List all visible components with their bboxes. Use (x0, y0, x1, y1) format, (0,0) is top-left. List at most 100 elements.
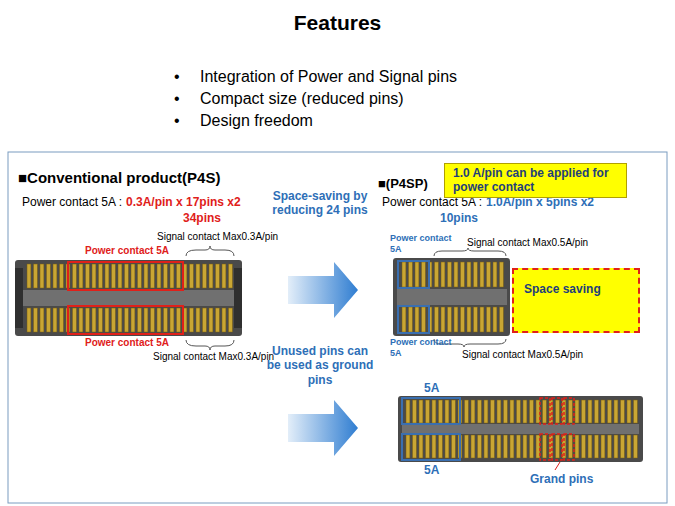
pin (601, 435, 605, 458)
pin (582, 400, 586, 423)
pin-row (406, 400, 637, 458)
pin (523, 435, 527, 458)
pin (467, 262, 471, 287)
pin (497, 400, 501, 423)
connector-body (398, 396, 643, 462)
pin (634, 400, 638, 423)
pin (151, 308, 155, 332)
pin (86, 308, 90, 332)
latch (234, 268, 242, 328)
pin (422, 262, 426, 287)
pin (530, 400, 534, 423)
pin (556, 400, 560, 423)
pin (487, 262, 491, 287)
pin (125, 264, 129, 288)
pin (229, 308, 233, 332)
pin (474, 307, 478, 332)
pin (131, 308, 135, 332)
pin (118, 308, 122, 332)
signal-label: Signal contact Max0.3A/pin (157, 231, 278, 243)
pin (497, 435, 501, 458)
arrow-caption: Space-saving by reducing 24 pins (266, 189, 374, 218)
pin (125, 308, 129, 332)
pin (422, 307, 426, 332)
pin (441, 262, 445, 287)
bullet: • (174, 111, 180, 130)
pin (601, 400, 605, 423)
pin (588, 435, 592, 458)
power-label: Power contact 5A (85, 245, 169, 257)
pin (203, 264, 207, 288)
ground-box (552, 398, 562, 424)
pin (34, 264, 38, 288)
pin (419, 435, 423, 458)
pin (634, 435, 638, 458)
pin (510, 435, 514, 458)
ground-box (564, 398, 574, 424)
pin (203, 308, 207, 332)
pin (53, 308, 57, 332)
pin (493, 307, 497, 332)
node-text: Space saving (524, 282, 628, 296)
pin (138, 264, 142, 288)
pin (627, 400, 631, 423)
brace (186, 246, 234, 256)
pin (569, 435, 573, 458)
pin (40, 308, 44, 332)
pin (474, 262, 478, 287)
pin (454, 307, 458, 332)
pin (452, 400, 456, 423)
arrow-caption: Unused pins can be used as ground pins (264, 344, 376, 387)
block-arrow (288, 262, 358, 318)
pin (448, 262, 452, 287)
pin (523, 400, 527, 423)
pin (406, 435, 410, 458)
pin (480, 262, 484, 287)
pin (575, 400, 579, 423)
pin (543, 435, 547, 458)
pin (484, 400, 488, 423)
signal-label: Signal contact Max0.3A/pin (153, 351, 274, 363)
pin (467, 307, 471, 332)
pin (484, 435, 488, 458)
pin (209, 308, 213, 332)
pin (27, 308, 31, 332)
ground-boxes (540, 398, 574, 460)
pin (196, 264, 200, 288)
connector-channel (20, 290, 237, 306)
pin (575, 435, 579, 458)
pin (413, 400, 417, 423)
connector-channel (402, 424, 639, 434)
pin (170, 308, 174, 332)
ground-box (564, 434, 574, 460)
pin (73, 308, 77, 332)
section-heading: ■Conventional product(P4S) (18, 169, 220, 187)
connector-p4sp-ground (398, 396, 643, 462)
pin (627, 435, 631, 458)
pin-row (402, 262, 503, 332)
pin (177, 308, 181, 332)
pin (491, 400, 495, 423)
pin-total: 34pins (183, 211, 221, 225)
panel-frame (8, 152, 667, 503)
pin (105, 264, 109, 288)
feature-text: Design freedom (200, 111, 313, 130)
pin (144, 308, 148, 332)
pin (478, 400, 482, 423)
pin (60, 264, 64, 288)
pin (144, 264, 148, 288)
pin (216, 264, 220, 288)
pin (480, 307, 484, 332)
pin (500, 262, 504, 287)
power-box (68, 262, 183, 290)
pin (229, 264, 233, 288)
pin (157, 308, 161, 332)
pin (415, 262, 419, 287)
pin (465, 400, 469, 423)
pin (164, 264, 168, 288)
pin (461, 262, 465, 287)
pin (79, 308, 83, 332)
pin (196, 308, 200, 332)
pin (556, 435, 560, 458)
connector-body (393, 258, 510, 336)
